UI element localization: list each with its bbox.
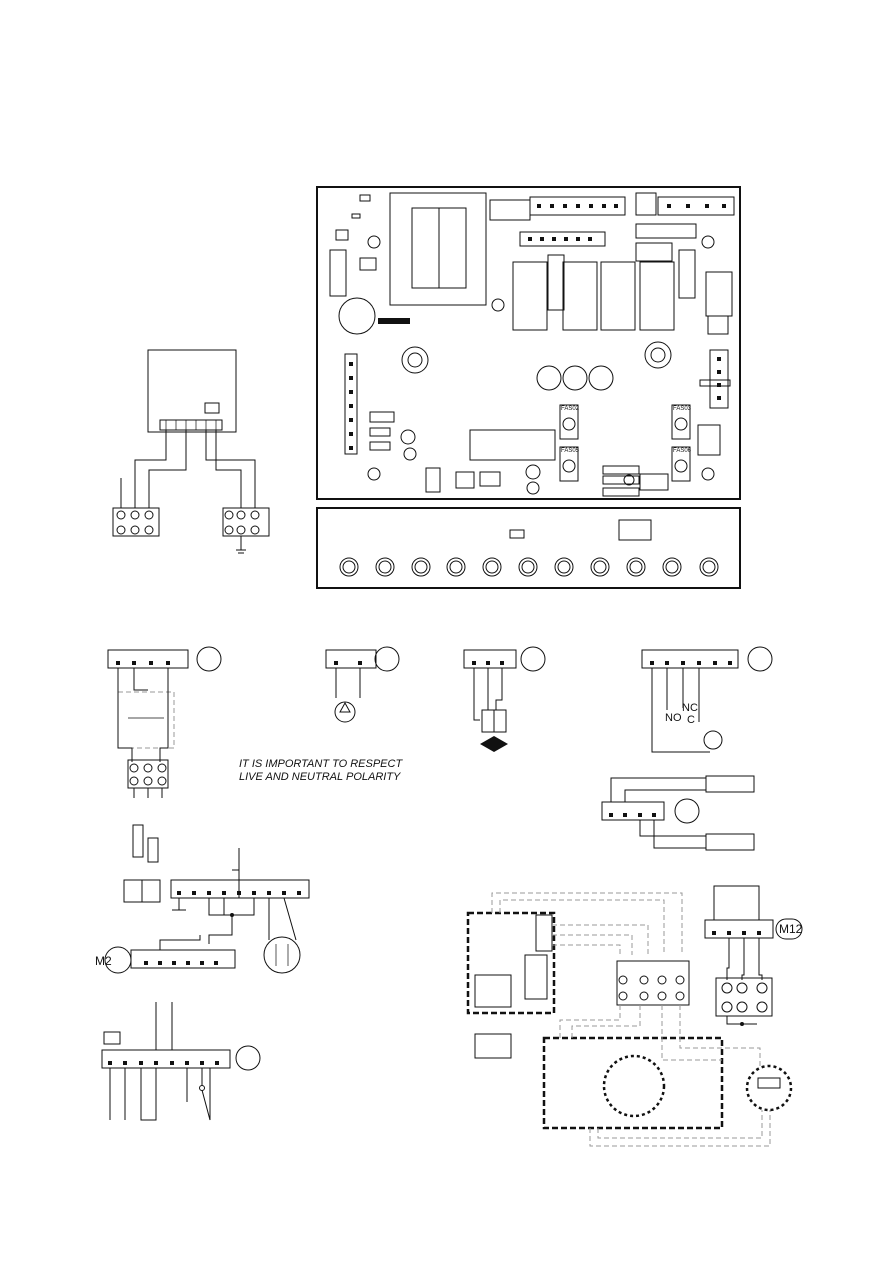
connector-bottom-left: [101, 1002, 261, 1121]
label-m2: M2: [95, 954, 112, 968]
fuse-label-1: FAS02: [561, 406, 580, 412]
connector-sensors: [601, 775, 755, 851]
label-nc: NC: [682, 702, 698, 714]
supply-board: [112, 349, 270, 554]
connector-valve: [463, 646, 546, 752]
display-pcb: [316, 507, 741, 589]
polarity-warning: IT IS IMPORTANT TO RESPECT LIVE AND NEUT…: [239, 758, 402, 784]
connector-pump: [325, 646, 400, 723]
warning-line-1: IT IS IMPORTANT TO RESPECT: [239, 758, 403, 770]
connector-m12: [704, 885, 803, 1026]
label-c: C: [687, 714, 695, 726]
connector-thermostat: [641, 646, 773, 753]
main-pcb: [316, 186, 741, 500]
fuse-label-2: FAS03: [673, 406, 692, 412]
warning-line-2: LIVE AND NEUTRAL POLARITY: [239, 771, 401, 783]
fuse-label-4: FAS06: [673, 448, 692, 454]
label-m12: M12: [779, 922, 803, 936]
label-no: NO: [665, 712, 682, 724]
harness: [466, 892, 793, 1147]
fan-circuit: [104, 824, 310, 974]
fuse-label-3: FAS05: [561, 448, 580, 454]
connector-mains: [107, 646, 222, 798]
